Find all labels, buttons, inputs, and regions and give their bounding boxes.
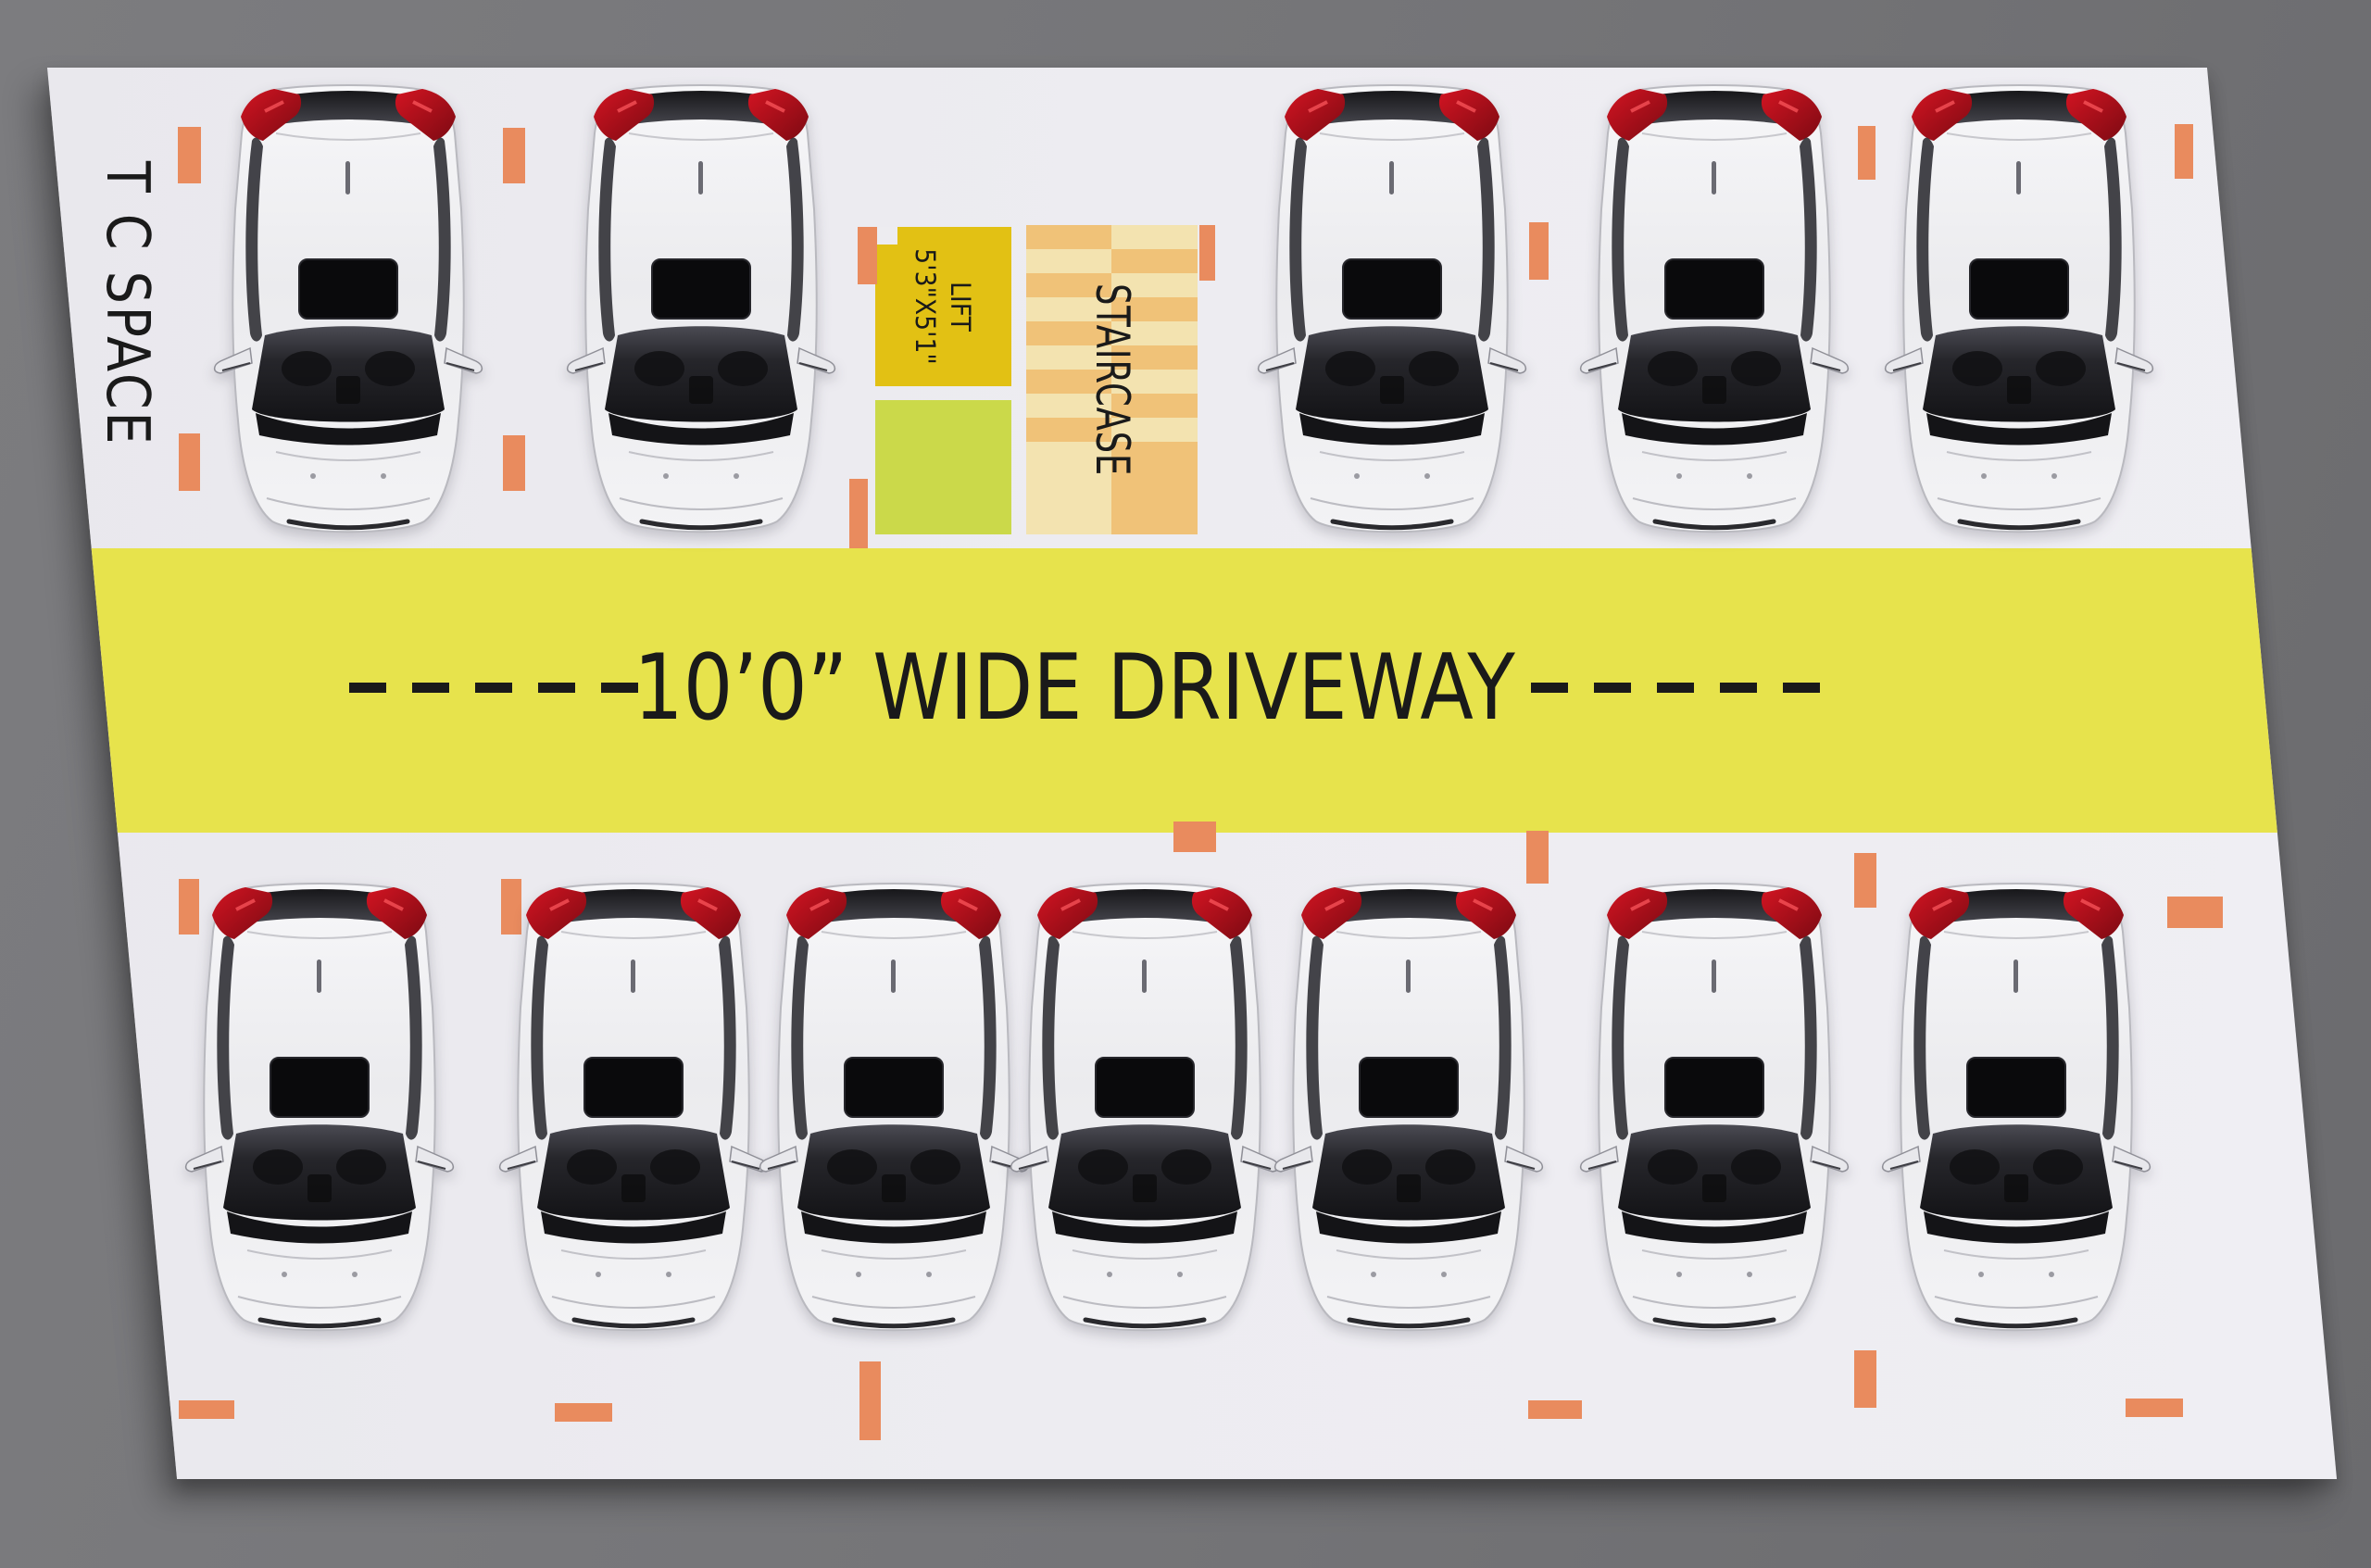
stair-landing bbox=[1111, 442, 1198, 534]
driveway-dash bbox=[1594, 683, 1631, 693]
car-top-view bbox=[1880, 80, 2158, 543]
car-top-view bbox=[1575, 80, 1853, 543]
stair-tread bbox=[1111, 394, 1198, 418]
stair-tread bbox=[1026, 370, 1111, 394]
parking-bay-marker bbox=[1173, 822, 1216, 852]
stair-tread bbox=[1026, 273, 1111, 297]
lift-size: 5'3"X5'1" bbox=[910, 248, 941, 365]
stair-tread bbox=[1111, 345, 1198, 370]
stair-tread bbox=[1026, 345, 1111, 370]
driveway-dash bbox=[1657, 683, 1694, 693]
parking-bay-marker bbox=[1858, 126, 1875, 180]
stair-tread bbox=[1111, 418, 1198, 442]
driveway-dash bbox=[1783, 683, 1820, 693]
stair-tread bbox=[1111, 370, 1198, 394]
stair-tread bbox=[1026, 394, 1111, 418]
stair-tread bbox=[1026, 418, 1111, 442]
car-top-view bbox=[209, 80, 487, 543]
car-top-view bbox=[562, 80, 840, 543]
parking-bay-marker bbox=[859, 1361, 881, 1440]
parking-bay-marker bbox=[2175, 124, 2193, 179]
parking-bay-marker bbox=[179, 433, 200, 491]
driveway-dash bbox=[538, 683, 575, 693]
parking-bay-marker bbox=[1528, 1400, 1582, 1419]
parking-bay-marker bbox=[1526, 831, 1549, 884]
staircase-right-flight bbox=[1111, 225, 1198, 534]
driveway-dash bbox=[601, 683, 638, 693]
car-top-view bbox=[495, 878, 772, 1341]
driveway-dash bbox=[1531, 683, 1568, 693]
parking-bay-marker bbox=[503, 128, 525, 183]
stair-tread bbox=[1111, 297, 1198, 321]
parking-bay-marker bbox=[849, 479, 868, 548]
stair-landing bbox=[1026, 442, 1111, 534]
parking-bay-marker bbox=[1854, 1350, 1876, 1408]
parking-bay-marker bbox=[555, 1403, 612, 1422]
driveway-dash bbox=[1720, 683, 1757, 693]
lift-lower-room bbox=[875, 400, 1011, 534]
car-top-view bbox=[1270, 878, 1548, 1341]
parking-bay-marker bbox=[2126, 1399, 2183, 1417]
stair-tread bbox=[1111, 225, 1198, 249]
stair-tread bbox=[1026, 321, 1111, 345]
parking-bay-marker bbox=[501, 879, 521, 935]
lift-name: LIFT bbox=[945, 282, 976, 332]
lift-door-notch bbox=[875, 227, 897, 245]
car-top-view bbox=[1575, 878, 1853, 1341]
parking-bay-marker bbox=[179, 879, 199, 935]
car-top-view bbox=[181, 878, 458, 1341]
car-top-view bbox=[755, 878, 1033, 1341]
driveway-dash bbox=[412, 683, 449, 693]
staircase-label: STAIRCASE bbox=[1085, 283, 1139, 476]
car-top-view bbox=[1877, 878, 2155, 1341]
stair-tread bbox=[1111, 249, 1198, 273]
stair-tread bbox=[1111, 273, 1198, 297]
lift-room bbox=[875, 227, 1011, 386]
stair-tread bbox=[1111, 321, 1198, 345]
parking-bay-marker bbox=[179, 1400, 234, 1419]
stair-tread bbox=[1026, 249, 1111, 273]
staircase-left-flight bbox=[1026, 225, 1111, 534]
driveway-label: 10’0” WIDE DRIVEWAY bbox=[634, 635, 1515, 741]
parking-bay-marker bbox=[1854, 853, 1876, 908]
parking-bay-marker bbox=[503, 435, 525, 491]
parking-bay-marker bbox=[1529, 222, 1549, 280]
driveway-dash bbox=[475, 683, 512, 693]
lift-label: LIFT 5'3"X5'1" bbox=[908, 248, 978, 364]
driveway-dash bbox=[349, 683, 386, 693]
stair-tread bbox=[1026, 297, 1111, 321]
parking-bay-marker bbox=[858, 227, 877, 284]
car-top-view bbox=[1006, 878, 1284, 1341]
tc-space-label: T C SPACE bbox=[93, 160, 161, 447]
parking-bay-marker bbox=[1199, 225, 1215, 281]
staircase-block bbox=[1026, 225, 1198, 534]
stair-tread bbox=[1026, 225, 1111, 249]
parking-bay-marker bbox=[2167, 897, 2223, 928]
parking-bay-marker bbox=[178, 127, 201, 183]
car-top-view bbox=[1253, 80, 1531, 543]
